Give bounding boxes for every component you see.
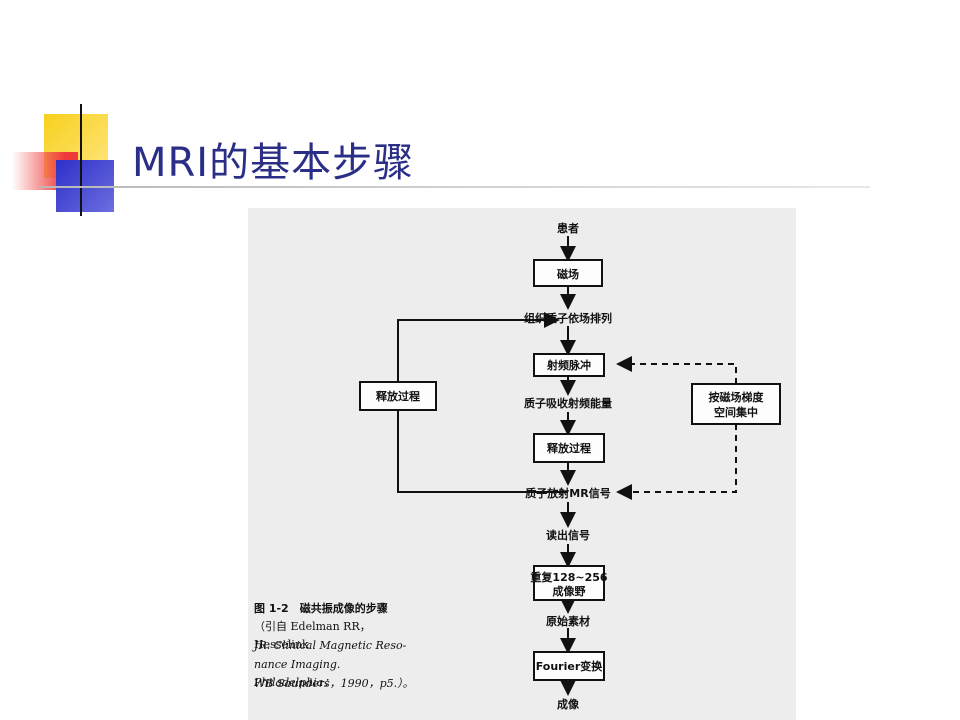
label-raw-data: 原始素材 (546, 614, 590, 628)
figure-caption-line: （引自 Edelman RR，Hesselink (254, 620, 371, 651)
arrow-gradient-to-rf (616, 356, 737, 384)
label-fourier: Fourier变换 (536, 659, 604, 673)
label-relaxation-side: 释放过程 (376, 389, 420, 403)
arrow-gradient-to-signal (616, 424, 737, 500)
label-relaxation: 释放过程 (547, 441, 591, 455)
figure-caption-line: nance Imaging. Philadelphia： (254, 658, 341, 689)
mri-flowchart: 患者 磁场 组织质子依场排列 射频脉冲 质子吸收射频能量 释放过程 质子放射MR… (359, 221, 781, 711)
label-repeat-line2: 成像野 (553, 584, 586, 598)
box-repeat (533, 565, 605, 601)
figure-caption-line: JR. Clinical Magnetic Reso- (254, 639, 407, 652)
box-rf-pulse (533, 353, 605, 377)
box-gradient (691, 383, 781, 425)
line-signal-to-side-relax (397, 410, 568, 493)
figure-caption-title: 图 1-2 磁共振成像的步骤 (254, 602, 388, 615)
label-rf-pulse: 射频脉冲 (546, 358, 591, 372)
box-magnetic-field (533, 259, 603, 287)
deco-vertical-line (80, 104, 82, 216)
label-gradient-line1: 按磁场梯度 (709, 390, 765, 404)
label-proton-alignment: 组织质子依场排列 (524, 311, 612, 325)
box-fourier (533, 651, 605, 681)
label-mr-signal: 质子放射MR信号 (525, 486, 610, 500)
arrow-side-relax-to-alignment (397, 312, 560, 382)
scanned-figure-background (248, 208, 796, 720)
label-magnetic-field: 磁场 (557, 267, 579, 281)
label-energy-absorption: 质子吸收射频能量 (524, 396, 612, 410)
box-relaxation (533, 433, 605, 463)
label-repeat: 重复128~256 (530, 570, 607, 584)
label-gradient-line2: 空间集中 (714, 405, 758, 419)
box-relaxation-side (359, 381, 437, 411)
label-image: 成像 (557, 697, 580, 711)
figure-caption-line: WB Saunders，1990，p5.）。 (254, 677, 414, 690)
slide-title: MRI的基本步骤 (132, 140, 415, 186)
label-readout: 读出信号 (546, 528, 590, 542)
title-underline (40, 186, 870, 188)
label-patient: 患者 (557, 221, 579, 235)
